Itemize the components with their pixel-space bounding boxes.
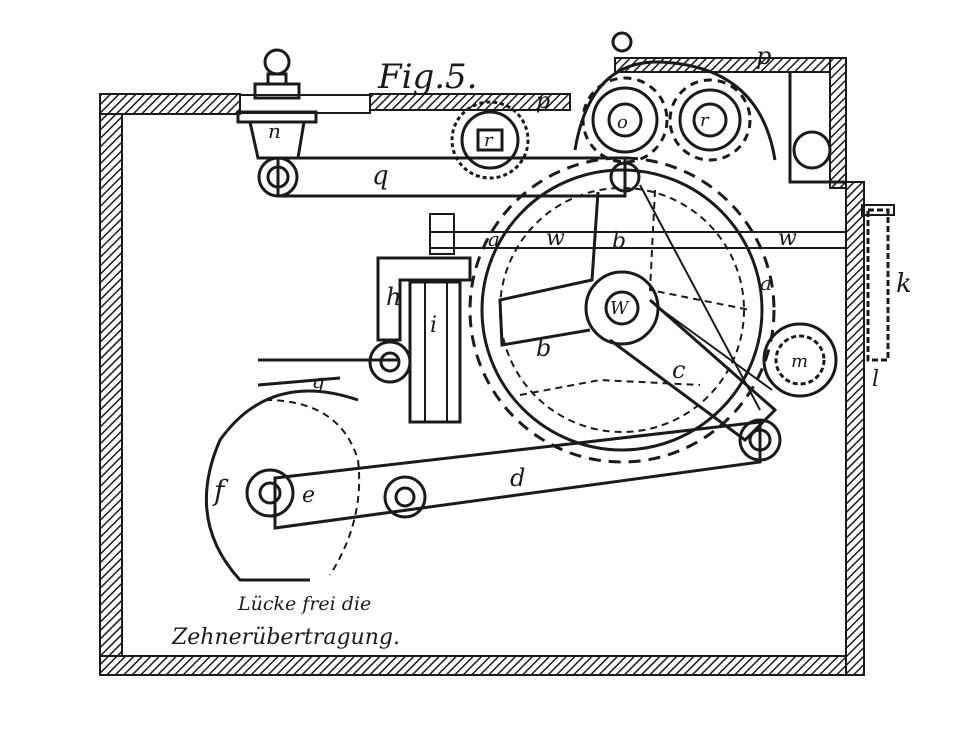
label-f: f bbox=[212, 474, 229, 507]
label-d: d bbox=[510, 464, 525, 492]
label-k: k bbox=[896, 269, 912, 299]
label-i: i bbox=[430, 313, 437, 338]
part-labels: n q r r p p o b a w w a h i W b c g m k … bbox=[212, 42, 912, 508]
gear-pair-top bbox=[573, 31, 777, 164]
segment-f bbox=[204, 376, 361, 582]
label-W: W bbox=[610, 298, 630, 319]
main-gear bbox=[468, 156, 778, 464]
caption-line2: Zehnerübertragung. bbox=[171, 625, 400, 650]
label-p-left: p bbox=[536, 89, 550, 114]
side-part-k bbox=[861, 204, 895, 362]
caption-line1: Lücke frei die bbox=[237, 593, 371, 615]
label-m: m bbox=[791, 351, 808, 372]
label-l: l bbox=[872, 367, 879, 392]
label-a-left: a bbox=[488, 227, 500, 251]
label-w-left: w bbox=[546, 226, 565, 251]
gear-r-left bbox=[450, 100, 530, 180]
label-n: n bbox=[268, 119, 281, 143]
frame-h bbox=[258, 256, 472, 424]
label-w-right: w bbox=[778, 226, 797, 251]
label-a-right: a bbox=[760, 271, 772, 295]
label-b-spoke: b bbox=[536, 334, 551, 362]
wheel-m bbox=[762, 322, 838, 398]
rod-w bbox=[429, 213, 847, 255]
label-r-right: r bbox=[700, 110, 710, 131]
label-o: o bbox=[617, 112, 628, 133]
label-r-left: r bbox=[484, 130, 494, 151]
label-h: h bbox=[386, 283, 401, 311]
figure-title: Fig.5. bbox=[377, 57, 477, 97]
label-g: g bbox=[312, 369, 325, 393]
label-p-top: p bbox=[756, 42, 771, 70]
label-q: q bbox=[372, 161, 389, 191]
label-c: c bbox=[672, 356, 685, 384]
label-b: b bbox=[612, 229, 626, 254]
lever-d bbox=[273, 418, 782, 530]
lever-q bbox=[257, 156, 641, 198]
label-e: e bbox=[302, 483, 315, 508]
roller-right bbox=[792, 130, 832, 170]
